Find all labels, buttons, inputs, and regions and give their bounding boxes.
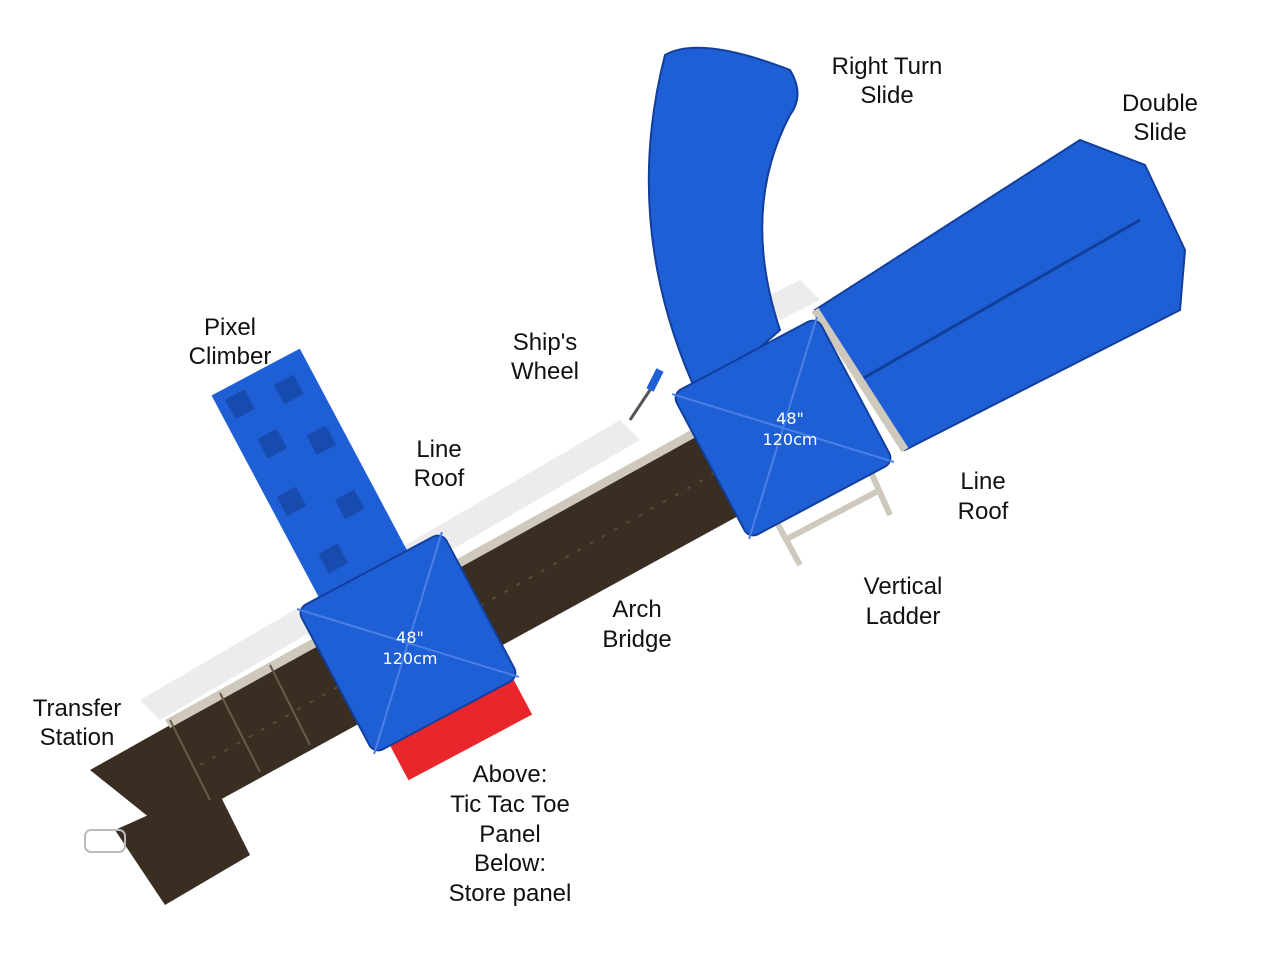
svg-text:Slide: Slide	[860, 82, 913, 109]
svg-text:Pixel: Pixel	[204, 314, 256, 341]
svg-text:Below:: Below:	[474, 850, 546, 877]
label-ships-wheel: Ship's Wheel	[511, 329, 579, 385]
double-slide	[811, 138, 1187, 453]
label-line-roof-left: Line Roof	[414, 436, 465, 492]
svg-text:Roof: Roof	[414, 465, 465, 492]
tic-tac-toe-panel	[387, 675, 533, 781]
svg-text:Tic Tac Toe: Tic Tac Toe	[450, 791, 570, 818]
svg-text:Arch: Arch	[612, 596, 661, 623]
svg-text:Roof: Roof	[958, 498, 1009, 525]
label-double-slide: Double Slide	[1122, 90, 1198, 146]
svg-text:Ship's: Ship's	[513, 329, 578, 356]
pixel-climber	[211, 348, 413, 608]
label-panel-note: Above: Tic Tac Toe Panel Below: Store pa…	[449, 761, 572, 907]
ships-wheel	[628, 368, 664, 421]
svg-text:Ladder: Ladder	[866, 603, 941, 630]
svg-text:Transfer: Transfer	[33, 695, 121, 722]
svg-text:Climber: Climber	[189, 343, 272, 370]
svg-text:Slide: Slide	[1133, 119, 1186, 146]
line-roof-right	[671, 316, 895, 540]
line-roof-left	[296, 531, 520, 755]
label-pixel-climber: Pixel Climber	[189, 314, 272, 370]
roof-height-in: 48"	[396, 628, 424, 647]
svg-text:Above:: Above:	[473, 761, 548, 788]
svg-text:Vertical: Vertical	[864, 573, 943, 600]
roof-height-cm: 120cm	[383, 649, 438, 668]
label-arch-bridge: Arch Bridge	[602, 596, 671, 653]
svg-text:Right Turn: Right Turn	[832, 53, 943, 80]
svg-text:Line: Line	[960, 468, 1005, 495]
svg-text:Line: Line	[416, 436, 461, 463]
label-line-roof-right: Line Roof	[958, 468, 1009, 525]
label-right-turn-slide: Right Turn Slide	[832, 53, 943, 109]
label-vertical-ladder: Vertical Ladder	[864, 573, 943, 630]
svg-text:Store panel: Store panel	[449, 880, 572, 907]
svg-text:Station: Station	[40, 724, 115, 751]
transfer-station-steps	[84, 664, 311, 853]
svg-text:Wheel: Wheel	[511, 358, 579, 385]
svg-text:Double: Double	[1122, 90, 1198, 117]
label-transfer-station: Transfer Station	[33, 695, 121, 751]
roof-height-in: 48"	[776, 409, 804, 428]
right-turn-slide	[647, 46, 799, 402]
roof-height-cm: 120cm	[763, 430, 818, 449]
svg-text:Bridge: Bridge	[602, 626, 671, 653]
svg-text:Panel: Panel	[479, 821, 540, 848]
